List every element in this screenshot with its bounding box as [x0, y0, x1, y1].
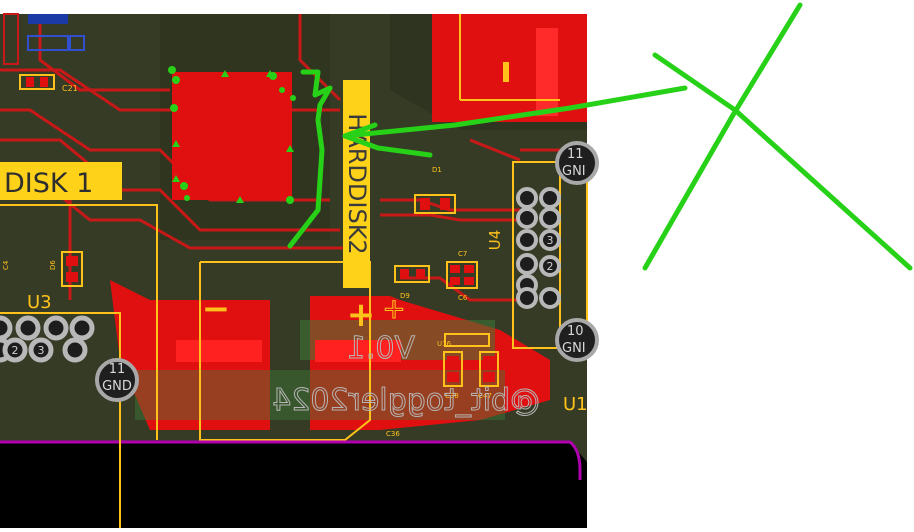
through-hole-pads-u4: [516, 187, 561, 309]
silk-plus-sign: +: [347, 295, 376, 335]
hand-annotations: [287, 2, 913, 271]
silk-plus-outline: +: [382, 292, 405, 325]
through-hole-pads-u3: [0, 315, 95, 363]
pad-net-label: GND: [102, 379, 132, 394]
annotation-bracket: [287, 69, 333, 249]
silk-label-bg: [0, 162, 122, 200]
pin-number: 2: [547, 260, 554, 273]
annotation-cross-stroke: [642, 2, 803, 271]
smd-pad-plus: [315, 340, 401, 362]
pin-number: 3: [38, 344, 45, 357]
copper-pour-top-right: [432, 14, 587, 122]
silk-label-c6: C6: [458, 294, 468, 302]
pcb-board[interactable]: HARDDISK2 DISK 1 U3 U4 U1 C21 D1 C4 D6 C…: [0, 13, 599, 528]
board-outline: [0, 440, 582, 480]
silk-label-c21: C21: [62, 84, 78, 93]
silk-label-c38: C38: [445, 392, 459, 400]
bottom-layer-parts: [3, 13, 85, 65]
test-pad-gnd[interactable]: [555, 141, 599, 185]
silk-mark: [503, 62, 509, 82]
silk-label-c36: C36: [386, 430, 400, 438]
pad-number: 11: [109, 362, 126, 377]
smd-pad-minus: [176, 340, 262, 362]
bottom-silk-text: V0.1 @bit_toggler2024: [272, 331, 541, 419]
pad-number: 11: [567, 147, 584, 162]
smd-components: [19, 74, 499, 387]
annotation-arrow-head: [342, 122, 433, 158]
ic-pad-block: [172, 72, 292, 200]
test-pad-gnd[interactable]: [555, 318, 599, 362]
bottom-silk-credit: @bit_toggler2024: [272, 383, 540, 418]
silk-label-d1: D1: [432, 166, 442, 174]
board-cutout: [0, 442, 587, 528]
silk-outlines: [0, 161, 588, 528]
silk-label-bg: [343, 80, 370, 288]
silk-label-c47: C47: [478, 392, 492, 400]
test-pad-gnd[interactable]: [95, 358, 139, 402]
pin-number: 2: [12, 344, 19, 357]
silk-label-u3: U3: [27, 292, 52, 313]
copper-pad: [536, 28, 558, 116]
silk-label-disk1: DISK 1: [4, 168, 93, 199]
silk-label-c4: C4: [2, 260, 10, 270]
bottom-silk-version: V0.1: [347, 331, 415, 366]
annotation-arrow-line: [342, 85, 688, 139]
silk-label-u1: U1: [563, 394, 588, 415]
silk-label-u4: U4: [486, 230, 504, 251]
annotation-cross-stroke: [652, 52, 913, 271]
pad-number: 10: [567, 324, 584, 339]
pin-number: 3: [547, 234, 554, 247]
pad-net-label: GNI: [562, 341, 586, 356]
silk-label-d6: D6: [49, 260, 57, 270]
silk-label-c7: C7: [458, 250, 467, 258]
silk-minus-sign: −: [202, 289, 231, 329]
silk-label-d9: D9: [400, 292, 410, 300]
ic-pin-markers: [168, 66, 296, 204]
pad-net-label: GNI: [562, 164, 586, 179]
